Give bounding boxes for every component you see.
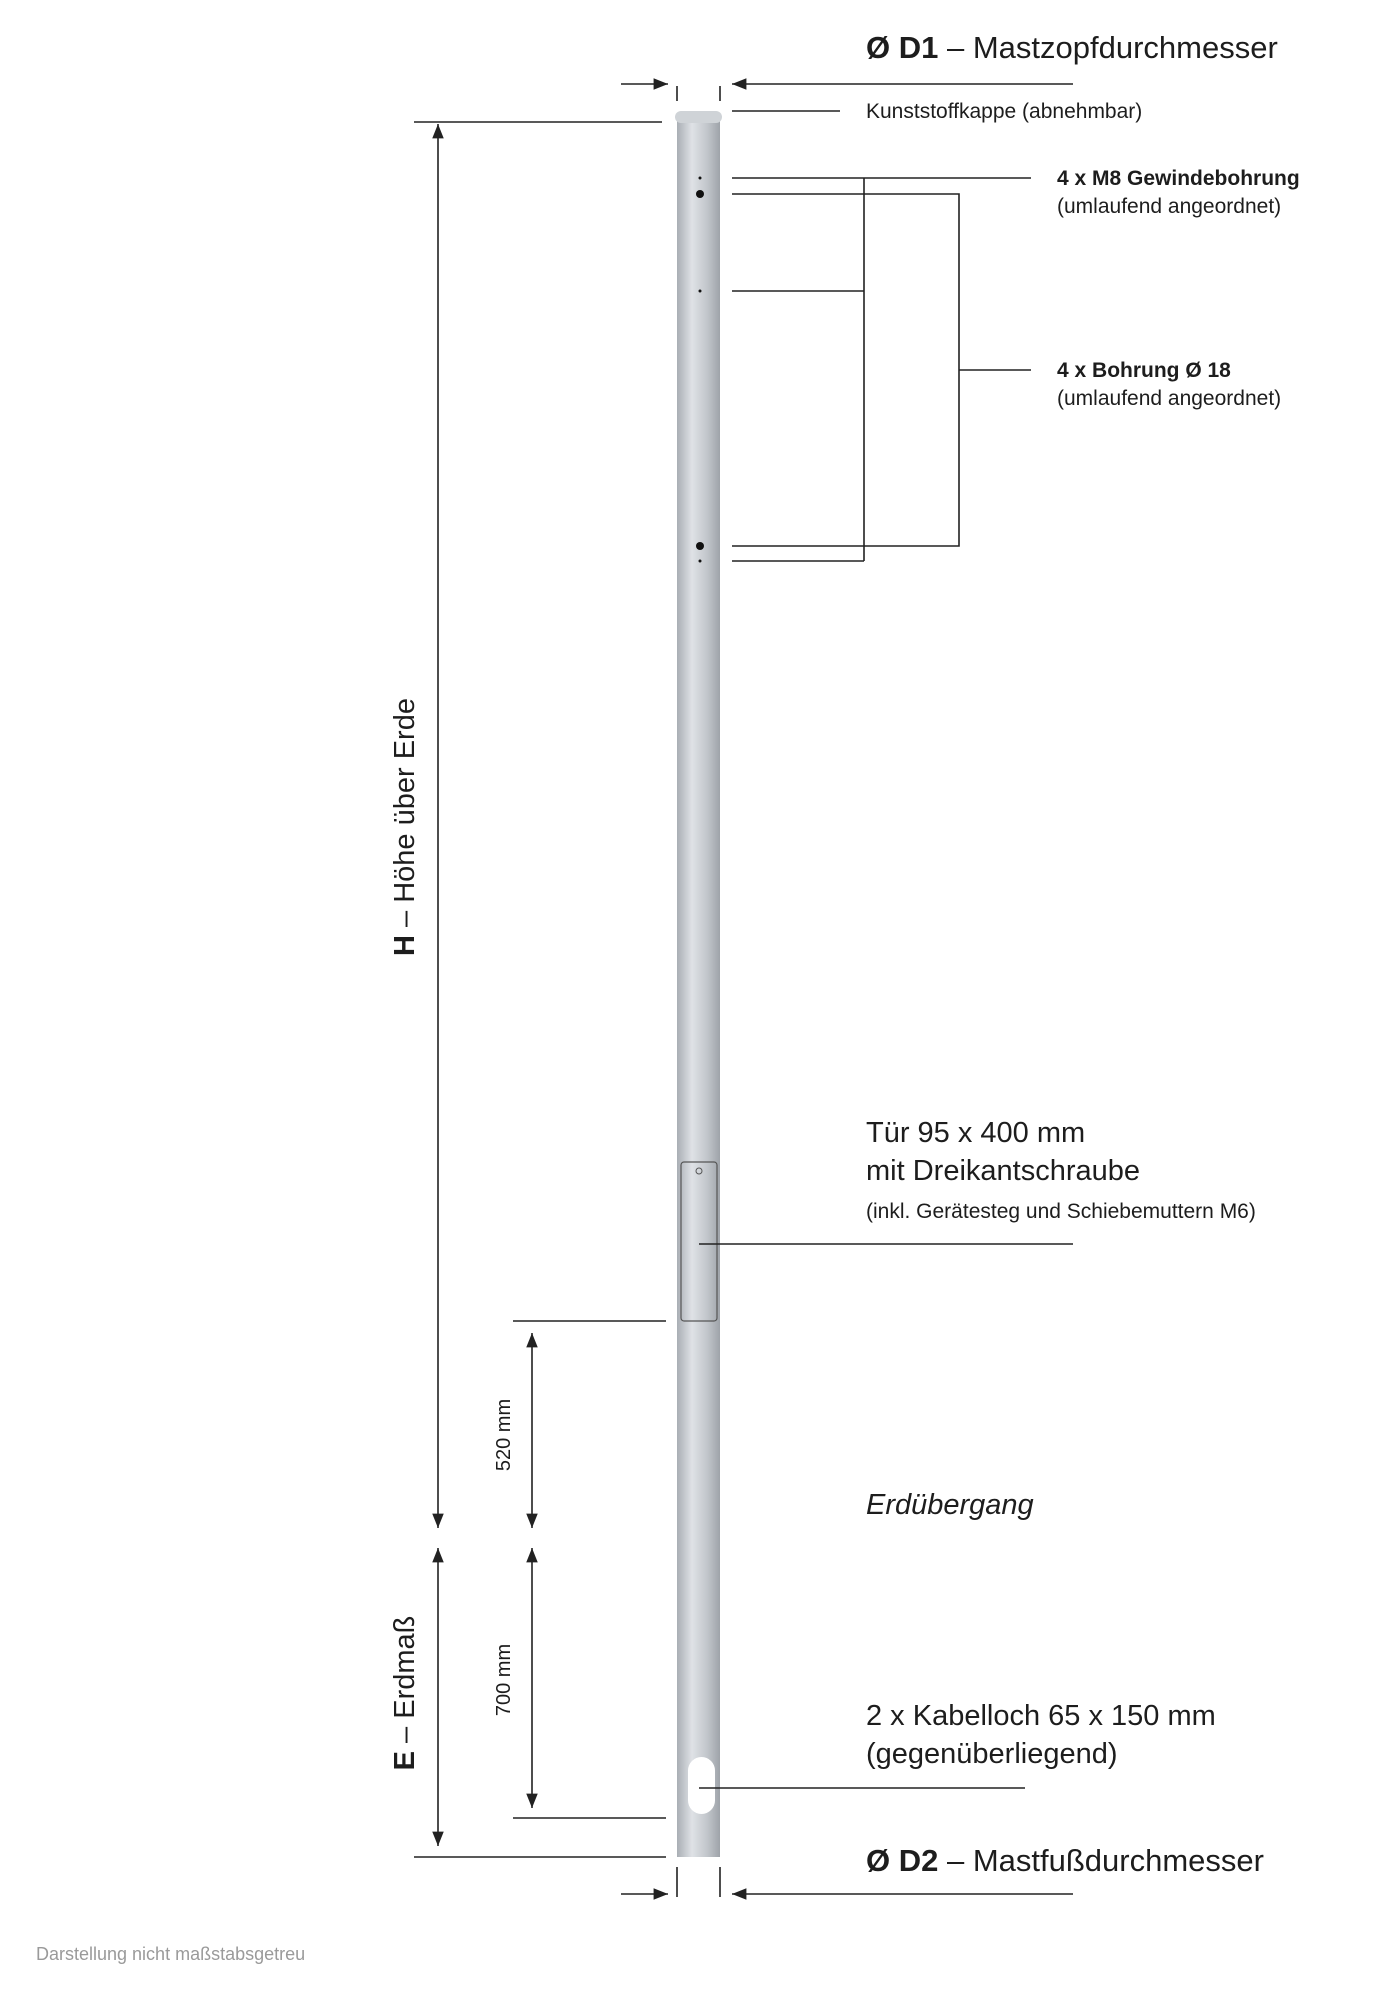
pole bbox=[677, 120, 720, 1857]
door-screw bbox=[695, 1167, 703, 1175]
cable-offset-label: 700 mm bbox=[493, 1644, 515, 1716]
cable-hole bbox=[688, 1757, 715, 1814]
plastic-cap bbox=[675, 111, 722, 123]
embedment-label: E – Erdmaß bbox=[389, 1616, 421, 1771]
door-line1: Tür 95 x 400 mm bbox=[866, 1117, 1085, 1149]
bore-holes-title: 4 x Bohrung Ø 18 bbox=[1057, 359, 1231, 382]
ground-label: Erdübergang bbox=[866, 1489, 1034, 1521]
cable-hole-line2: (gegenüberliegend) bbox=[866, 1738, 1118, 1770]
m8-holes-title: 4 x M8 Gewindebohrung bbox=[1057, 167, 1300, 190]
m8-holes-note: (umlaufend angeordnet) bbox=[1057, 195, 1281, 218]
door-note: (inkl. Gerätesteg und Schiebemuttern M6) bbox=[866, 1200, 1256, 1223]
door-offset-label: 520 mm bbox=[493, 1399, 515, 1471]
bottom-diameter-label: Ø D2 – Mastfußdurchmesser bbox=[866, 1843, 1264, 1878]
cap-label: Kunststoffkappe (abnehmbar) bbox=[866, 100, 1142, 123]
top-diameter-label: Ø D1 – Mastzopfdurchmesser bbox=[866, 30, 1278, 65]
door bbox=[680, 1161, 718, 1322]
cable-hole-line1: 2 x Kabelloch 65 x 150 mm bbox=[866, 1700, 1216, 1732]
height-label: H – Höhe über Erde bbox=[389, 698, 421, 956]
bore-holes-note: (umlaufend angeordnet) bbox=[1057, 387, 1281, 410]
scale-disclaimer: Darstellung nicht maßstabsgetreu bbox=[36, 1944, 305, 1964]
holes bbox=[696, 176, 704, 563]
door-line2: mit Dreikantschraube bbox=[866, 1155, 1140, 1187]
